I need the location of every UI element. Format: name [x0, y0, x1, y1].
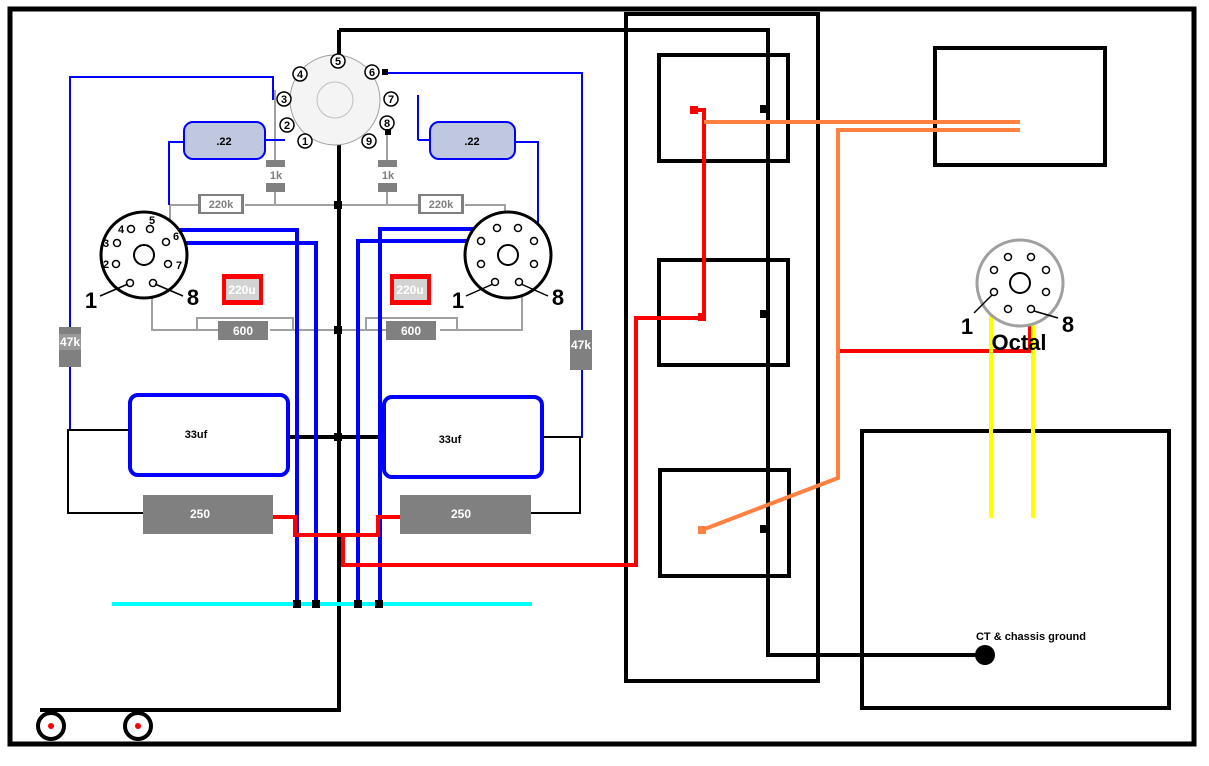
choke-box: [933, 46, 1107, 167]
plate-resistor-left-value: 1k: [270, 170, 283, 182]
coupling-cap-right-value: .22: [464, 136, 479, 148]
power-transformer-box: [860, 429, 1171, 710]
terminal-marker: [760, 105, 767, 113]
bleeder-resistor-left: 47k: [59, 327, 81, 367]
power-left-pin-1: 1: [85, 288, 97, 313]
preamp-pin-5: 5: [335, 56, 341, 68]
power-left-pin-5: 5: [149, 215, 155, 227]
coupling-cap-right: .22: [429, 121, 516, 160]
grid-resistor-left: 220k: [198, 194, 244, 214]
power-tube-right-socket: 1 8: [452, 210, 564, 313]
yellow-wires: [989, 293, 1035, 518]
preamp-pin-7: 7: [388, 94, 394, 106]
red-terminal: [698, 313, 706, 321]
rectifier-name: Octal: [991, 330, 1046, 355]
plate-resistor-left: 1k: [266, 160, 285, 192]
power-left-pin-7: 7: [176, 260, 182, 272]
grid-resistor-left-value: 220k: [209, 199, 234, 211]
cathode-cap-left-value: 220u: [228, 283, 255, 297]
plate-resistor-right: 1k: [378, 160, 397, 192]
preamp-pin-3: 3: [281, 94, 287, 106]
filter-cap-right: 33uf: [382, 395, 544, 479]
red-terminal: [690, 106, 698, 114]
jack-center-dot: [135, 723, 141, 729]
coupling-cap-left-value: .22: [216, 136, 231, 148]
grid-resistor-right: 220k: [418, 194, 464, 214]
junctions: [293, 201, 383, 608]
chassis-ground-point: [975, 645, 995, 665]
filter-cap-left: 33uf: [128, 393, 290, 477]
power-right-pin-8: 8: [552, 285, 564, 310]
rectifier-pin-8: 8: [1062, 312, 1074, 337]
rectifier-pin-1: 1: [961, 314, 973, 339]
cathode-cap-right: 220u: [390, 274, 431, 305]
plate-resistor-right-value: 1k: [382, 170, 395, 182]
power-left-pin-6: 6: [173, 231, 179, 243]
terminal-box-top: [657, 53, 790, 163]
jack-center-dot: [48, 723, 54, 729]
transformer-frame: [624, 12, 820, 683]
junction-small: [382, 69, 388, 75]
power-left-pin-8: 8: [187, 285, 199, 310]
dropper-resistor-left-value: 250: [190, 507, 210, 521]
preamp-pin-8: 8: [384, 118, 390, 130]
filter-cap-right-value: 33uf: [439, 434, 462, 446]
power-left-pin-3: 3: [103, 238, 109, 250]
red-wires: [272, 108, 1032, 567]
preamp-pin-1: 1: [302, 136, 308, 148]
power-tube-left-socket: 4 5 3 6 2 7 1 8: [85, 210, 199, 313]
cathode-cap-right-value: 220u: [396, 283, 423, 297]
power-left-pin-4: 4: [118, 224, 125, 236]
grid-resistor-right-value: 220k: [429, 199, 454, 211]
preamp-pin-6: 6: [369, 67, 375, 79]
dropper-resistor-left: 250: [143, 495, 273, 534]
orange-wires: [701, 120, 1020, 532]
terminal-box-bottom: [658, 468, 791, 578]
orange-terminal: [698, 526, 706, 534]
preamp-pin-9: 9: [366, 136, 372, 148]
filter-cap-left-value: 33uf: [185, 429, 208, 441]
bleeder-resistor-right: 47k: [570, 330, 592, 370]
dropper-resistor-right: 250: [400, 495, 531, 534]
bleeder-resistor-left-value: 47k: [60, 335, 80, 349]
power-left-pin-2: 2: [103, 259, 109, 271]
rectifier-socket: 1 8 Octal: [961, 238, 1074, 355]
terminal-box-middle: [657, 258, 790, 367]
terminal-marker: [760, 525, 767, 533]
dropper-resistor-right-value: 250: [451, 507, 471, 521]
preamp-tube-socket: 1 2 3 4 5 6 7 8 9: [276, 53, 399, 149]
junction-small: [385, 129, 391, 135]
ground-wire-main: [40, 30, 341, 712]
cathode-resistor-right-value: 600: [401, 324, 421, 338]
preamp-pin-4: 4: [297, 69, 304, 81]
black-wires: [67, 429, 581, 514]
terminal-marker: [760, 310, 767, 318]
cathode-resistor-right: 600: [386, 321, 436, 340]
cathode-resistor-left-value: 600: [233, 324, 253, 338]
chassis-outline: [7, 6, 1197, 747]
ground-wire-transformer: [339, 28, 985, 657]
ground-label: CT & chassis ground: [976, 631, 1086, 643]
coupling-cap-left: .22: [183, 121, 266, 160]
bleeder-resistor-right-value: 47k: [571, 338, 591, 352]
power-right-pin-1: 1: [452, 288, 464, 313]
cathode-resistor-left: 600: [218, 321, 268, 340]
cathode-cap-left: 220u: [222, 274, 263, 305]
preamp-pin-2: 2: [284, 120, 290, 132]
